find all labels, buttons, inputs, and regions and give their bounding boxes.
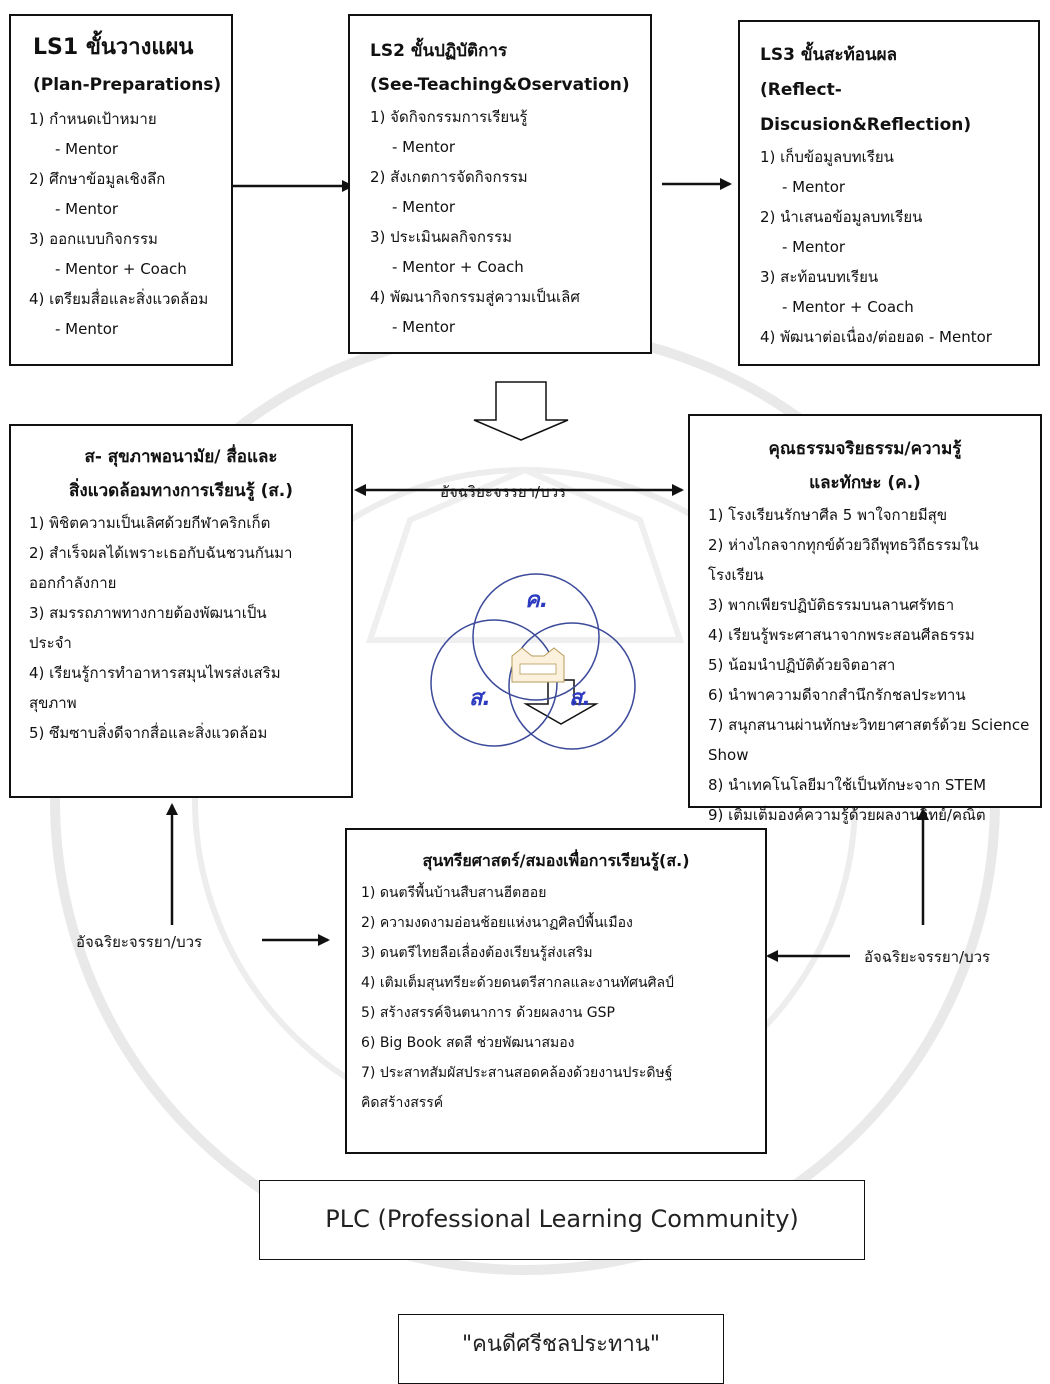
ls3-step-3: 3) สะท้อนบทเรียน [760,268,879,286]
health-line-8: 5) ซึมซาบสิ่งดีจากสื่อและสิ่งแวดล้อม [29,724,268,742]
ls3-subtitle: (Reflect- [760,80,842,100]
aesthetic-line-1: 1) ดนตรีพื้นบ้านสืบสานฮีตฮอย [361,885,547,901]
moral-line-4: 3) พากเพียรปฏิบัติธรรมบนลานศรัทธา [708,596,955,614]
ls1-step-2-role: - Mentor [55,200,119,218]
ls1-box: LS1 ขั้นวางแผน (Plan-Preparations) 1) กำ… [9,14,233,366]
ls2-step-3: 3) ประเมินผลกิจกรรม [370,228,513,246]
ls1-step-4: 4) เตรียมสื่อและสิ่งแวดล้อม [29,290,209,308]
plc-box: PLC (Professional Learning Community) [259,1180,865,1260]
connector-label-left: อัจฉริยะจรรยา/บวร [76,933,203,951]
ls1-subtitle: (Plan-Preparations) [33,75,222,95]
aesthetic-line-5: 5) สร้างสรรค์จินตนาการ ด้วยผลงาน GSP [361,1005,615,1021]
result-box: "คนดีศรีชลประทาน" [398,1314,724,1384]
aesthetic-line-7: 7) ประสาทสัมผัสประสานสอดคล้องด้วยงานประด… [361,1065,673,1081]
moral-line-9: 8) นำเทคโนโลยีมาใช้เป็นทักษะจาก STEM [708,776,987,794]
moral-line-8: 7) สนุกสนานผ่านทักษะวิทยาศาสตร์ด้วย Scie… [708,716,1030,764]
moral-line-3: โรงเรียน [708,566,764,584]
ls3-step-4: 4) พัฒนาต่อเนื่อง/ต่อยอด - Mentor [760,328,992,346]
ls2-step-1-role: - Mentor [392,138,456,156]
ls1-step-4-role: - Mentor [55,320,119,338]
ls2-step-4: 4) พัฒนากิจกรรมสู่ความเป็นเลิศ [370,288,580,306]
moral-box: คุณธรรมจริยธรรม/ความรู้ และทักษะ (ค.) 1)… [688,414,1042,824]
aesthetic-line-2: 2) ความงดงามอ่อนช้อยแห่งนาฏศิลป์พื้นเมือ… [361,915,633,931]
ls3-step-1: 1) เก็บข้อมูลบทเรียน [760,148,894,166]
ls3-title: LS3 ขั้นสะท้อนผล [760,45,897,65]
ls2-step-2: 2) สังเกตการจัดกิจกรรม [370,168,528,186]
health-line-5: ประจำ [29,634,72,652]
health-line-4: 3) สมรรถภาพทางกายต้องพัฒนาเป็น [29,604,267,622]
health-title-2: สิ่งแวดล้อมทางการเรียนรู้ (ส.) [68,481,294,501]
moral-line-6: 5) น้อมนำปฏิบัติด้วยจิตอาสา [708,656,896,674]
aesthetic-line-6: 6) Big Book สดสี ช่วยพัฒนาสมอง [361,1035,575,1051]
school-emblem-icon [511,647,565,683]
health-line-6: 4) เรียนรู้การทำอาหารสมุนไพรส่งเสริม [29,664,281,682]
ls1-title: LS1 ขั้นวางแผน [33,35,194,60]
aesthetic-title: สุนทรียศาสตร์/สมองเพื่อการเรียนรู้(ส.) [422,851,690,870]
result-label: "คนดีศรีชลประทาน" [462,1332,660,1357]
connector-label-middle: อัจฉริยะจรรยา/บวร [440,483,567,501]
ls3-step-1-role: - Mentor [782,178,846,196]
health-box: ส- สุขภาพอนามัย/ สื่อและ สิ่งแวดล้อมทางก… [9,424,353,798]
ls1-step-2: 2) ศึกษาข้อมูลเชิงลึก [29,170,166,188]
aesthetic-line-8: คิดสร้างสรรค์ [361,1095,444,1111]
moral-title-1: คุณธรรมจริยธรรม/ความรู้ [768,439,962,459]
ls1-step-3: 3) ออกแบบกิจกรรม [29,230,158,248]
ls2-step-3-role: - Mentor + Coach [392,258,524,276]
aesthetic-box: สุนทรียศาสตร์/สมองเพื่อการเรียนรู้(ส.) 1… [345,828,767,1154]
moral-line-5: 4) เรียนรู้พระศาสนาจากพระสอนศีลธรรม [708,626,975,644]
moral-title-2: และทักษะ (ค.) [809,473,921,493]
venn-label-top: ค. [525,588,549,613]
moral-line-2: 2) ห่างไกลจากทุกข์ด้วยวิถีพุทธวิถีธรรมใน [708,536,979,554]
ls1-step-3-role: - Mentor + Coach [55,260,187,278]
health-line-3: ออกกำลังกาย [29,574,117,592]
moral-line-1: 1) โรงเรียนรักษาศีล 5 พาใจกายมีสุข [708,506,948,524]
plc-label: PLC (Professional Learning Community) [325,1205,799,1233]
health-line-2: 2) สำเร็จผลได้เพราะเธอกับฉันชวนกันมา [29,544,293,562]
aesthetic-line-3: 3) ดนตรีไทยลือเลื่องต้องเรียนรู้ส่งเสริม [361,945,593,961]
health-line-7: สุขภาพ [29,694,77,712]
ls3-step-3-role: - Mentor + Coach [782,298,914,316]
connector-label-right: อัจฉริยะจรรยา/บวร [864,948,991,966]
ls2-box: LS2 ขั้นปฏิบัติการ (See-Teaching&Oservat… [348,14,652,354]
moral-line-7: 6) นำพาความดีจากสำนึกรักชลประทาน [708,686,966,704]
block-arrow-down-top [473,381,569,441]
ls2-subtitle: (See-Teaching&Oservation) [370,75,630,95]
health-line-1: 1) พิชิตความเป็นเลิศด้วยกีฬาคริกเก็ต [29,514,271,532]
ls2-title: LS2 ขั้นปฏิบัติการ [370,41,508,61]
ls3-subtitle-2: Discusion&Reflection) [760,115,972,135]
aesthetic-line-4: 4) เติมเต็มสุนทรียะด้วยดนตรีสากลและงานทั… [361,975,674,991]
ls3-step-2: 2) นำเสนอข้อมูลบทเรียน [760,208,923,226]
ls3-step-2-role: - Mentor [782,238,846,256]
venn-label-right: ส. [569,686,591,711]
venn-circle-left [430,619,558,747]
ls2-step-1: 1) จัดกิจกรรมการเรียนรู้ [370,108,528,126]
health-title-1: ส- สุขภาพอนามัย/ สื่อและ [84,447,278,467]
ls1-step-1-role: - Mentor [55,140,119,158]
ls2-step-2-role: - Mentor [392,198,456,216]
moral-line-10: 9) เติมเต็มองค์ความรู้ด้วยผลงานวิทย์/คณิ… [708,806,986,824]
ls2-step-4-role: - Mentor [392,318,456,336]
ls3-box: LS3 ขั้นสะท้อนผล (Reflect- Discusion&Ref… [738,20,1040,366]
venn-label-left: ส. [469,686,491,711]
ls1-step-1: 1) กำหนดเป้าหมาย [29,110,157,128]
